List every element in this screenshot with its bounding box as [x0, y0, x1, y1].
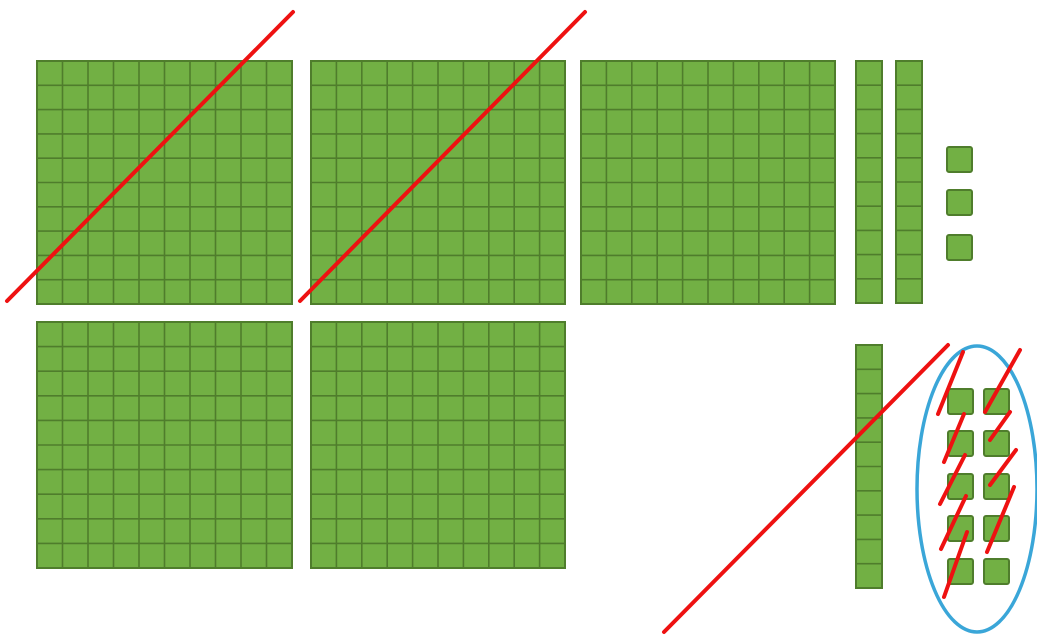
cross-out-mark — [664, 345, 948, 632]
hundred-flat — [311, 61, 565, 304]
unit-cube — [984, 431, 1009, 456]
hundred-flat — [311, 322, 565, 568]
regroup-circle — [917, 346, 1037, 632]
unit-cube — [948, 389, 973, 414]
blocks-layer — [37, 61, 1009, 588]
unit-cube — [984, 559, 1009, 584]
ten-rod — [856, 345, 882, 588]
hundred-flat — [37, 322, 292, 568]
hundred-flat — [581, 61, 835, 304]
unit-cube — [947, 147, 972, 172]
circle-layer — [917, 346, 1037, 632]
hundred-flat — [37, 61, 292, 304]
ten-rod — [856, 61, 882, 303]
ten-rod — [896, 61, 922, 303]
unit-cube — [947, 235, 972, 260]
unit-cube — [947, 190, 972, 215]
